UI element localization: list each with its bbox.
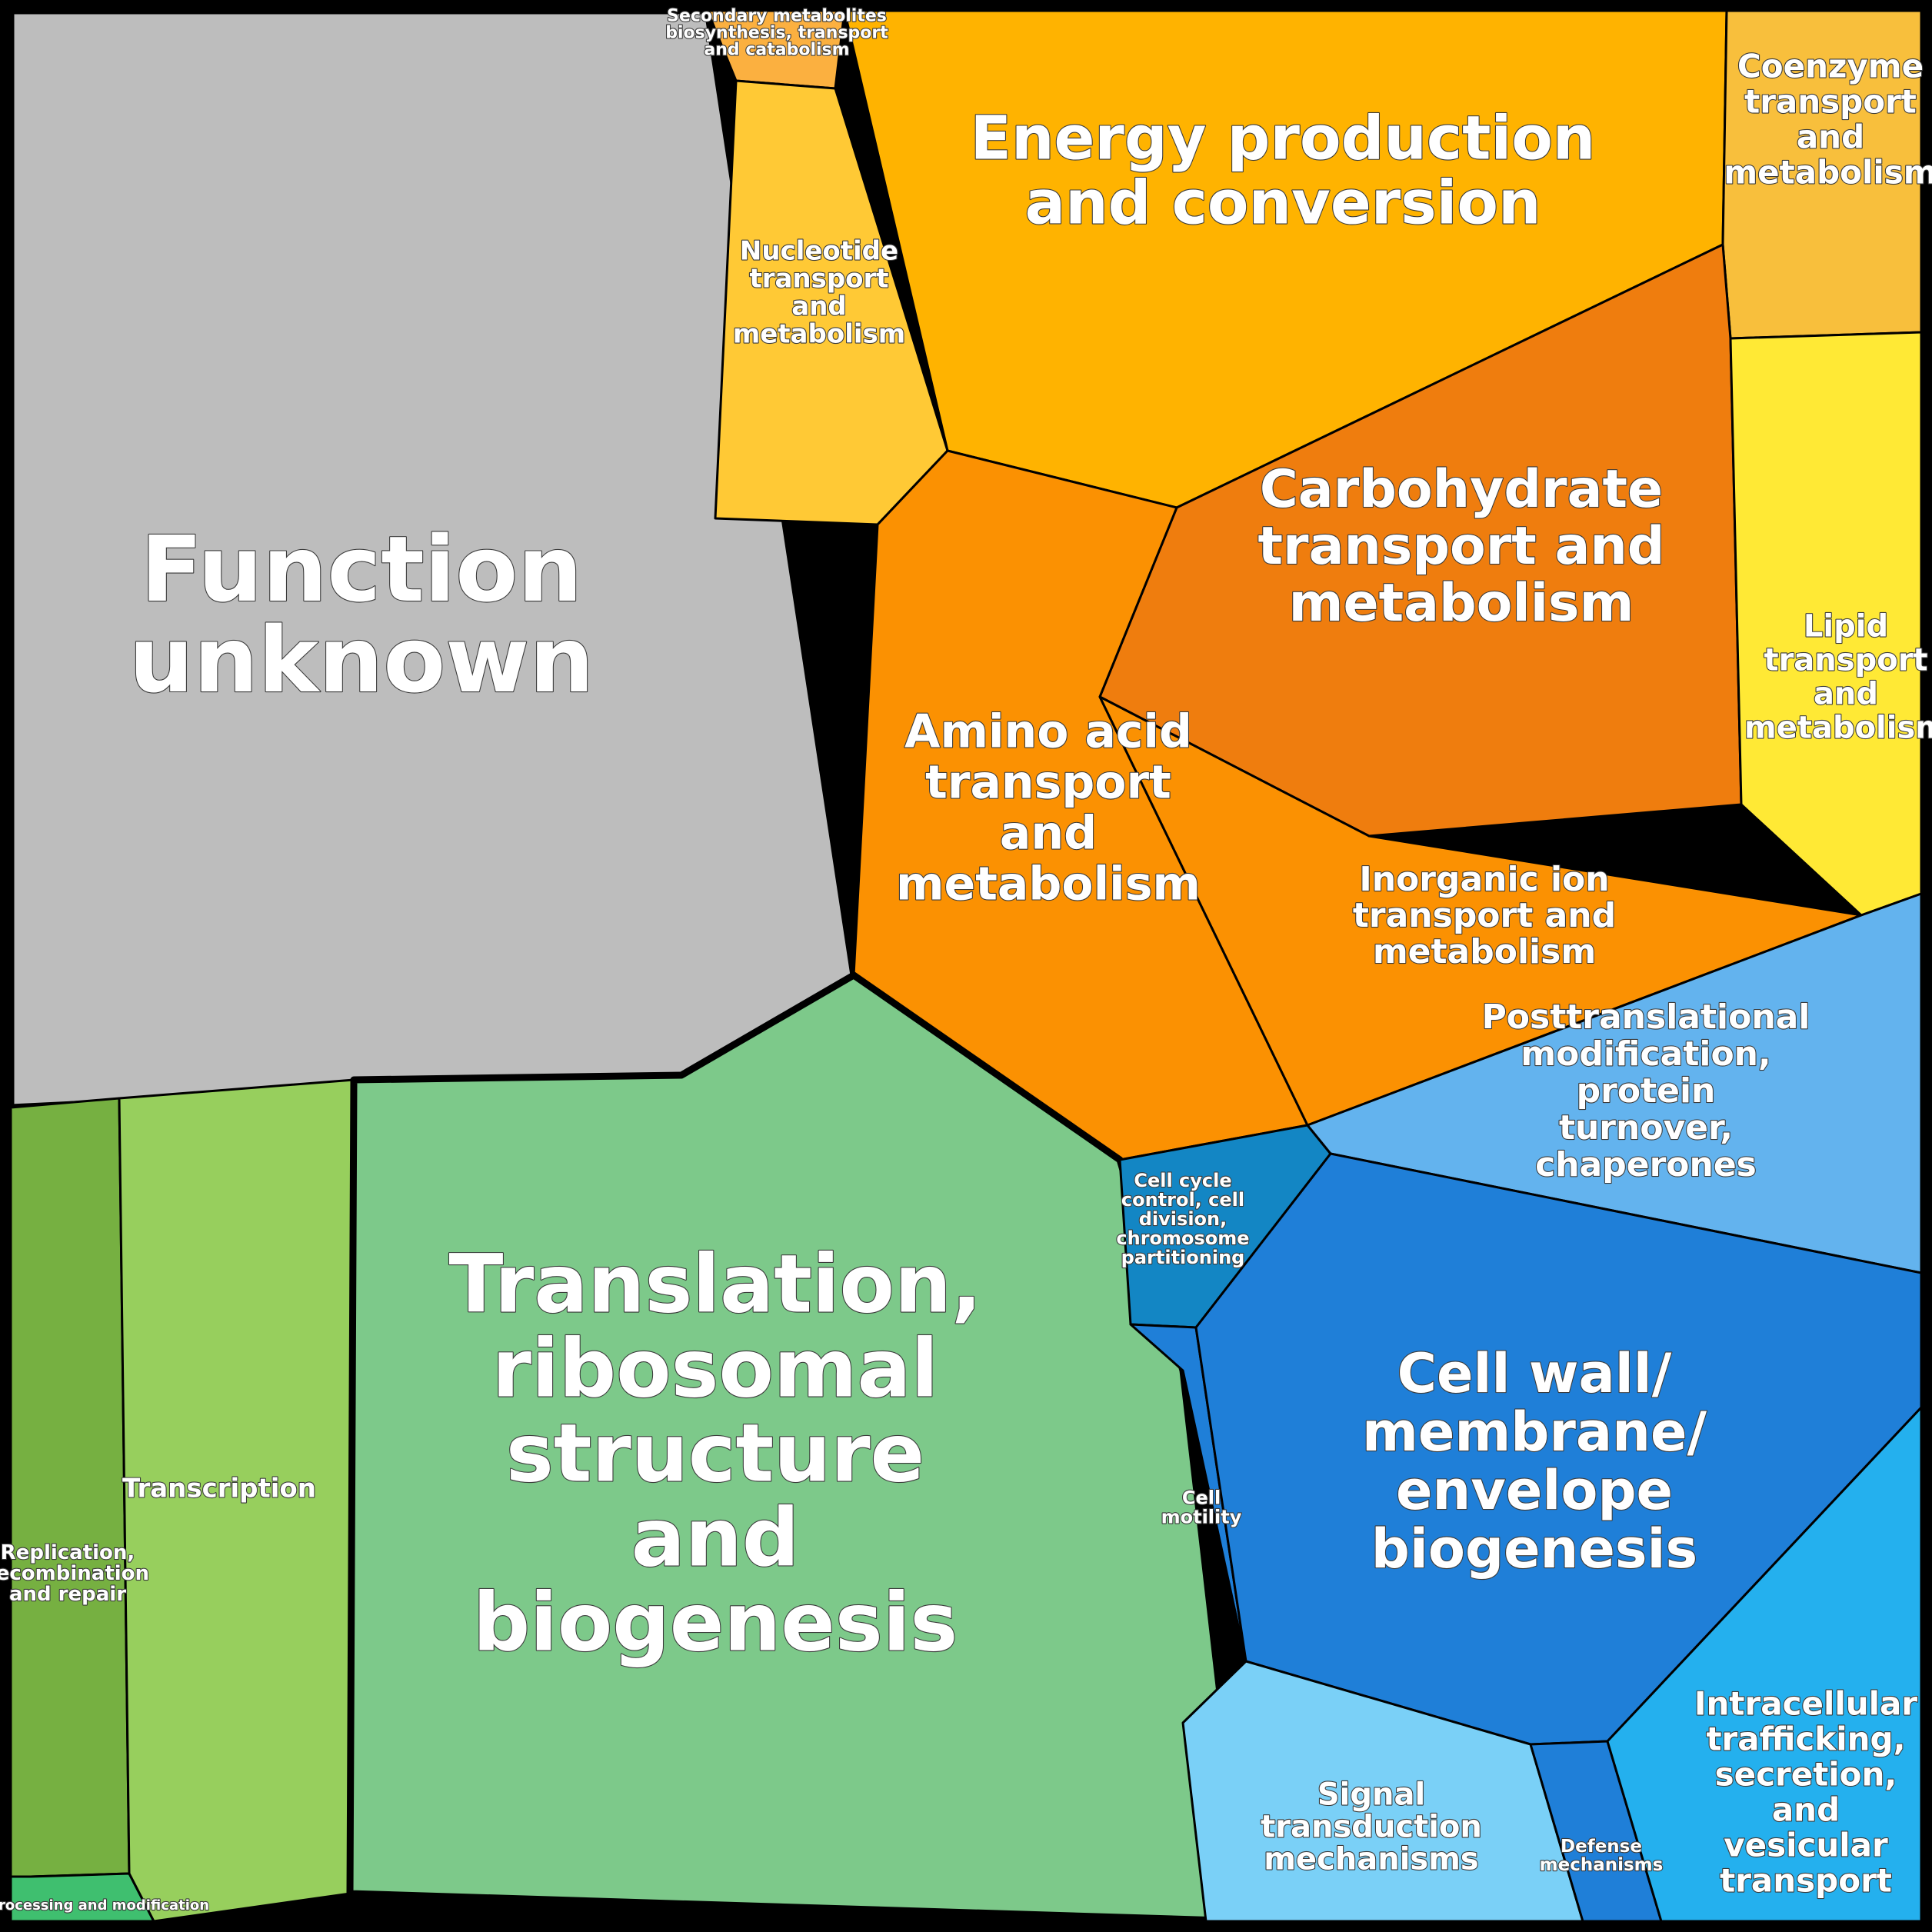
treemap-cell-function-unknown[interactable] bbox=[7, 7, 858, 1111]
treemap-cell-coenzyme-transport[interactable] bbox=[1721, 9, 1923, 340]
treemap-cell-intracellular-trafficking[interactable] bbox=[1606, 1406, 1923, 1923]
cells-layer bbox=[7, 7, 1923, 1925]
treemap-cell-signal-transduction[interactable] bbox=[1181, 1660, 1584, 1923]
treemap-cell-transcription[interactable] bbox=[118, 1078, 355, 1923]
treemap-cell-replication-recombination[interactable] bbox=[9, 1097, 131, 1878]
treemap-cell-lipid-transport[interactable] bbox=[1729, 331, 1923, 917]
treemap-cell-posttranslational-modification[interactable] bbox=[1306, 892, 1923, 1274]
